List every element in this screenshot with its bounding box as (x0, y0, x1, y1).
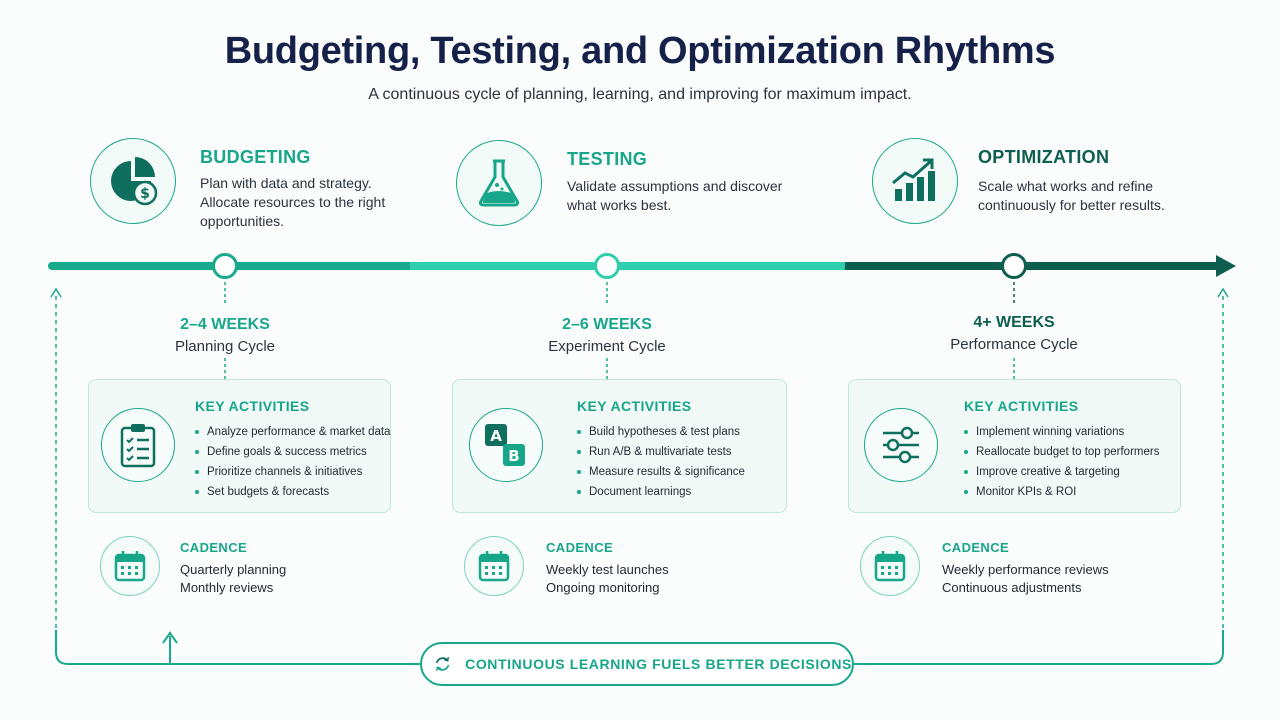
activities-card-budgeting: KEY ACTIVITIES Analyze performance & mar… (88, 379, 391, 513)
list-item: Define goals & success metrics (195, 442, 390, 462)
cadence-heading: CADENCE (546, 540, 614, 555)
list-item: Analyze performance & market data (195, 422, 390, 442)
list-item: Implement winning variations (964, 422, 1159, 442)
ab-test-icon: A B (485, 424, 525, 466)
list-item: Reallocate budget to top performers (964, 442, 1159, 462)
phase-title-optimization: OPTIMIZATION (978, 147, 1110, 167)
timeline-node-budgeting (212, 253, 238, 279)
phase-desc-optimization: Scale what works and refine continuously… (978, 178, 1165, 213)
list-item: Measure results & significance (577, 462, 745, 482)
cadence-heading: CADENCE (942, 540, 1010, 555)
cadence-testing: CADENCE Weekly test launches Ongoing mon… (546, 540, 669, 597)
activities-icon-circle (101, 408, 175, 482)
timeline-node-optimization (1001, 253, 1027, 279)
cadence-icon-circle-testing (464, 536, 524, 596)
optimization-icon-circle (872, 138, 958, 224)
sliders-icon (883, 426, 919, 464)
list-item: Improve creative & targeting (964, 462, 1159, 482)
activities-heading: KEY ACTIVITIES (577, 398, 692, 414)
list-item: Run A/B & multivariate tests (577, 442, 745, 462)
phase-title-budgeting: BUDGETING (200, 147, 311, 167)
feedback-loop-path (55, 630, 1224, 665)
cycle-arrows-icon (435, 657, 450, 671)
duration-label: 4+ WEEKS (973, 314, 1055, 331)
list-item: Monitor KPIs & ROI (964, 482, 1159, 502)
list-item: Set budgets & forecasts (195, 482, 390, 502)
activities-card-optimization: KEY ACTIVITIES Implement winning variati… (848, 379, 1181, 513)
pie-chart-dollar-icon: $ (111, 157, 158, 206)
activities-list: Analyze performance & market data Define… (195, 422, 390, 502)
svg-text:A: A (490, 427, 502, 445)
phase-desc-testing: Validate assumptions and discover what w… (567, 178, 783, 213)
cycle-label: Performance Cycle (950, 336, 1078, 353)
footer-text: CONTINUOUS LEARNING FUELS BETTER DECISIO… (465, 656, 852, 672)
page-title: Budgeting, Testing, and Optimization Rhy… (224, 30, 1056, 72)
activities-card-testing: A B KEY ACTIVITIES Build hypotheses & te… (452, 379, 787, 513)
activities-icon-circle: A B (469, 408, 543, 482)
timeline-arrowhead (1216, 255, 1236, 277)
activities-icon-circle (864, 408, 938, 482)
activities-list: Build hypotheses & test plans Run A/B & … (577, 422, 745, 502)
footer-banner: CONTINUOUS LEARNING FUELS BETTER DECISIO… (420, 642, 854, 686)
cadence-item: Monthly reviews (180, 580, 274, 595)
activities-heading: KEY ACTIVITIES (195, 398, 310, 414)
svg-text:B: B (508, 447, 519, 465)
cadence-item: Quarterly planning (180, 562, 287, 577)
cadence-optimization: CADENCE Weekly performance reviews Conti… (942, 540, 1109, 597)
timeline-node-testing (594, 253, 620, 279)
list-item: Prioritize channels & initiatives (195, 462, 390, 482)
calendar-icon (478, 551, 510, 582)
flask-icon (478, 159, 520, 207)
testing-icon-circle (456, 140, 542, 226)
duration-testing: 2–6 WEEKS Experiment Cycle (507, 316, 707, 355)
budgeting-icon-circle: $ (90, 138, 176, 224)
phase-title-testing: TESTING (567, 149, 648, 169)
list-item: Document learnings (577, 482, 745, 502)
duration-optimization: 4+ WEEKS Performance Cycle (912, 314, 1116, 353)
duration-budgeting: 2–4 WEEKS Planning Cycle (125, 316, 325, 355)
cadence-item: Weekly performance reviews (942, 562, 1109, 577)
activities-heading: KEY ACTIVITIES (964, 398, 1079, 414)
phase-desc-budgeting: Plan with data and strategy. Allocate re… (200, 175, 386, 229)
clipboard-checklist-icon (120, 424, 156, 468)
cycle-label: Experiment Cycle (548, 338, 666, 355)
growth-chart-icon (892, 158, 935, 201)
cadence-item: Weekly test launches (546, 562, 669, 577)
list-item: Build hypotheses & test plans (577, 422, 745, 442)
calendar-icon (874, 551, 906, 582)
cadence-icon-circle-optimization (860, 536, 920, 596)
cycle-label: Planning Cycle (174, 338, 276, 355)
calendar-icon (114, 551, 146, 582)
duration-label: 2–6 WEEKS (562, 316, 652, 333)
cadence-item: Continuous adjustments (942, 580, 1082, 595)
svg-text:$: $ (140, 186, 150, 202)
cadence-item: Ongoing monitoring (546, 580, 660, 595)
page-subtitle: A continuous cycle of planning, learning… (368, 86, 912, 103)
cadence-icon-circle-budgeting (100, 536, 160, 596)
cadence-budgeting: CADENCE Quarterly planning Monthly revie… (180, 540, 286, 597)
activities-list: Implement winning variations Reallocate … (964, 422, 1159, 502)
cadence-heading: CADENCE (180, 540, 248, 555)
duration-label: 2–4 WEEKS (180, 316, 270, 333)
